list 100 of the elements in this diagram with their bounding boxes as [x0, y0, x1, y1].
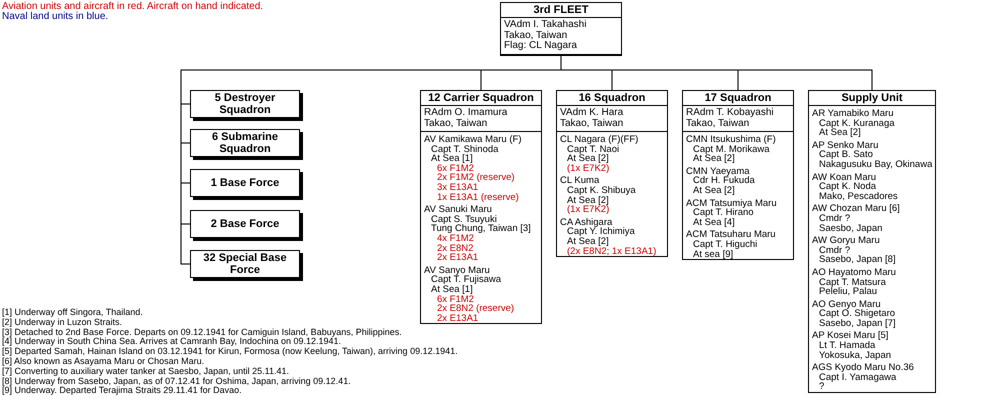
commander-text: VAdm I. Takahashi	[503, 18, 588, 30]
commander-text: VAdm K. Hara	[559, 106, 624, 118]
ship-detail: Cdr H. Fukuda	[692, 176, 756, 186]
ship-detail: Capt K. Kuranaga	[818, 118, 896, 128]
commander-text: Takao, Taiwan	[557, 118, 667, 132]
commander-text: RAdm T. Kobayashi	[685, 106, 775, 118]
unit-title: 12 Carrier Squadron	[421, 91, 541, 106]
ship-name: CMN Itsukushima (F)	[685, 135, 777, 145]
unit-title: 17 Squadron	[683, 91, 793, 106]
ship-detail: At Sea [1]	[430, 154, 473, 164]
aircraft-text: 6x F1M2	[436, 294, 475, 304]
ship-detail: Capt B. Sato	[818, 150, 874, 160]
commander-text: RAdm O. Imamura	[423, 106, 508, 118]
aircraft-text: 4x F1M2	[437, 234, 474, 244]
aircraft-text: 2x E8N2	[436, 244, 474, 254]
ship-detail: Capt T. Naoi	[566, 144, 620, 154]
ship-detail: At Sea [2]	[818, 128, 861, 138]
unit-box	[190, 169, 300, 197]
unit-title: Supply Unit	[809, 91, 935, 106]
ship-name: AR Yamabiko Maru	[811, 109, 894, 119]
ship-detail: At sea [9]	[692, 250, 734, 260]
footnote: [9] Underway. Departed Terajima Straits 29.11.41 for Davao.	[2, 386, 242, 396]
ship-detail: Capt T. Shinoda	[430, 144, 500, 154]
aircraft-text: (1x E7K2)	[566, 205, 610, 215]
ship-detail: Cmdr ?	[818, 246, 850, 256]
ship-detail: Cmdr ?	[818, 214, 852, 224]
unit-title: 3rd FLEET	[501, 3, 621, 18]
ship-detail: Yokosuka, Japan	[818, 350, 892, 360]
unit-box	[190, 210, 300, 238]
unit-card	[420, 90, 542, 324]
ship-detail: At Sea [1]	[430, 284, 473, 294]
footnote: [5] Departed Samah, Hainan Island on 03.12.1941 for Kirun, Formosa (now Keelung, Taiwan), arriving 09.12.1941.	[2, 347, 458, 357]
footnote: [8] Underway from Sasebo, Japan, as of 07.12.41 for Oshima, Japan, arriving 09.12.41.	[2, 376, 351, 386]
unit-title: 16 Squadron	[557, 91, 667, 106]
footnote: [3] Detached to 2nd Base Force. Departs on 09.12.1941 for Camiguin Island, Babuyans, Philippines.	[2, 328, 402, 337]
unit-card	[808, 90, 936, 394]
ship-name: AP Kosei Maru [5]	[811, 331, 890, 342]
footnote: [7] Converting to auxiliary water tanker at Saesbo, Japan, until 25.11.41.	[2, 366, 290, 376]
ship-detail: At Sea [2]	[692, 186, 736, 196]
legend-note: Naval land units in blue.	[2, 12, 108, 22]
commander-text: Flag: CL Nagara	[501, 41, 621, 54]
ship-detail: Capt T. Fujisawa	[430, 275, 502, 285]
unit-box	[190, 90, 300, 118]
ship-detail: ?	[818, 382, 824, 392]
ship-detail: At Sea [2]	[692, 154, 736, 164]
ship-detail: Peleliu, Palau	[818, 287, 878, 297]
aircraft-text: 2x E8N2 (reserve)	[436, 304, 516, 314]
aircraft-text: 2x F1M2 (reserve)	[436, 173, 516, 183]
ship-detail: At Sea [2]	[566, 236, 609, 247]
ship-detail: Saesbo, Japan	[818, 224, 884, 234]
ship-detail: Capt Y. Ichimiya	[566, 227, 636, 237]
ship-name: AP Senko Maru	[811, 140, 880, 150]
ship-detail: Capt T. Matsura	[818, 278, 887, 288]
ship-detail: Lt T. Hamada	[818, 341, 876, 351]
footnote: [4] Underway in South China Sea. Arrives at Camranh Bay, Indochina on 09.12.1941.	[2, 337, 342, 347]
ship-name: AV Sanyo Maru	[423, 266, 490, 276]
ship-name: AW Chozan Maru [6]	[811, 204, 901, 214]
ship-detail: Capt K. Noda	[818, 182, 876, 192]
ship-name: AV Sanuki Maru	[423, 205, 492, 215]
ship-detail: At Sea [2]	[566, 154, 610, 164]
aircraft-text: 2x E13A1	[436, 253, 480, 263]
unit-card	[500, 2, 622, 56]
unit-card	[556, 90, 668, 258]
unit-title: 2 Base Force	[210, 217, 280, 231]
legend-note: Aviation units and aircraft in red. Aircraft on hand indicated.	[2, 2, 264, 12]
ship-name: AGS Kyodo Maru No.36	[811, 363, 915, 373]
ship-detail: Capt K. Shibuya	[566, 186, 637, 196]
aircraft-text: 3x E13A1	[436, 182, 478, 193]
unit-title: 6 Submarine Squadron	[210, 130, 280, 156]
ship-detail: Sasebo, Japan [7]	[818, 318, 897, 328]
ship-name: AW Koan Maru	[811, 172, 878, 182]
ship-name: AO Genyo Maru	[811, 300, 881, 310]
ship-name: CL Nagara (F)(FF)	[559, 135, 640, 145]
aircraft-text: 2x E13A1	[436, 314, 478, 324]
footnote: [2] Underway in Luzon Straits.	[2, 318, 122, 327]
unit-title: 32 Special Base Force	[202, 251, 288, 277]
aircraft-text: 1x E13A1 (reserve)	[436, 192, 520, 202]
ship-name: AW Goryu Maru	[811, 236, 881, 246]
ship-detail: At Sea [2]	[566, 196, 609, 206]
ship-detail: Sasebo, Japan [8]	[818, 255, 897, 265]
unit-card	[682, 90, 794, 260]
ship-detail: Capt M. Morikawa	[692, 144, 770, 154]
ship-name: AO Hayatomo Maru	[811, 268, 897, 278]
ship-name: ACM Tatsumiya Maru	[685, 198, 778, 208]
commander-text: Takao, Taiwan	[421, 118, 541, 132]
ship-name: ACM Tatsuharu Maru	[685, 230, 777, 240]
unit-box	[190, 250, 300, 278]
footnote: [1] Underway off Singora, Thailand.	[2, 308, 143, 318]
unit-title: 1 Base Force	[210, 176, 280, 190]
commander-text: Takao, Taiwan	[683, 118, 793, 132]
ship-detail: At Sea [4]	[692, 218, 736, 228]
ship-detail: Tung Chung, Taiwan [3]	[430, 224, 532, 234]
unit-box	[190, 129, 300, 157]
ship-name: AV Kamikawa Maru (F)	[423, 135, 522, 145]
ship-name: CMN Yaeyama	[685, 166, 750, 176]
ship-name: CL Kuma	[559, 176, 600, 186]
ship-detail: Capt T. Hirano	[692, 208, 755, 218]
ship-name: CA Ashigara	[559, 218, 612, 228]
aircraft-text: 6x F1M2	[436, 164, 475, 174]
aircraft-text: (1x E7K2)	[566, 164, 610, 174]
